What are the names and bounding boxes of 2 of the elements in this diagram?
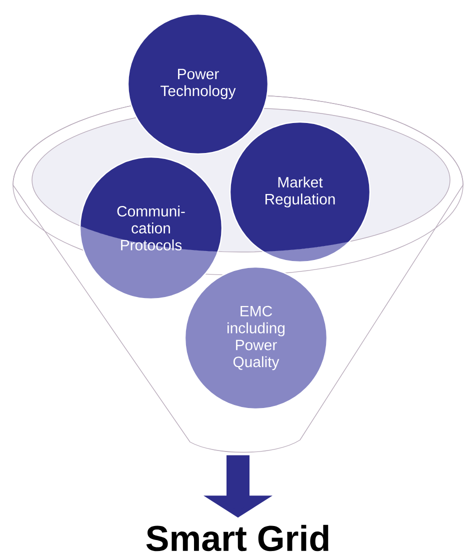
result-text: Smart Grid — [146, 524, 328, 552]
circle-node: Power Technology — [127, 13, 269, 155]
